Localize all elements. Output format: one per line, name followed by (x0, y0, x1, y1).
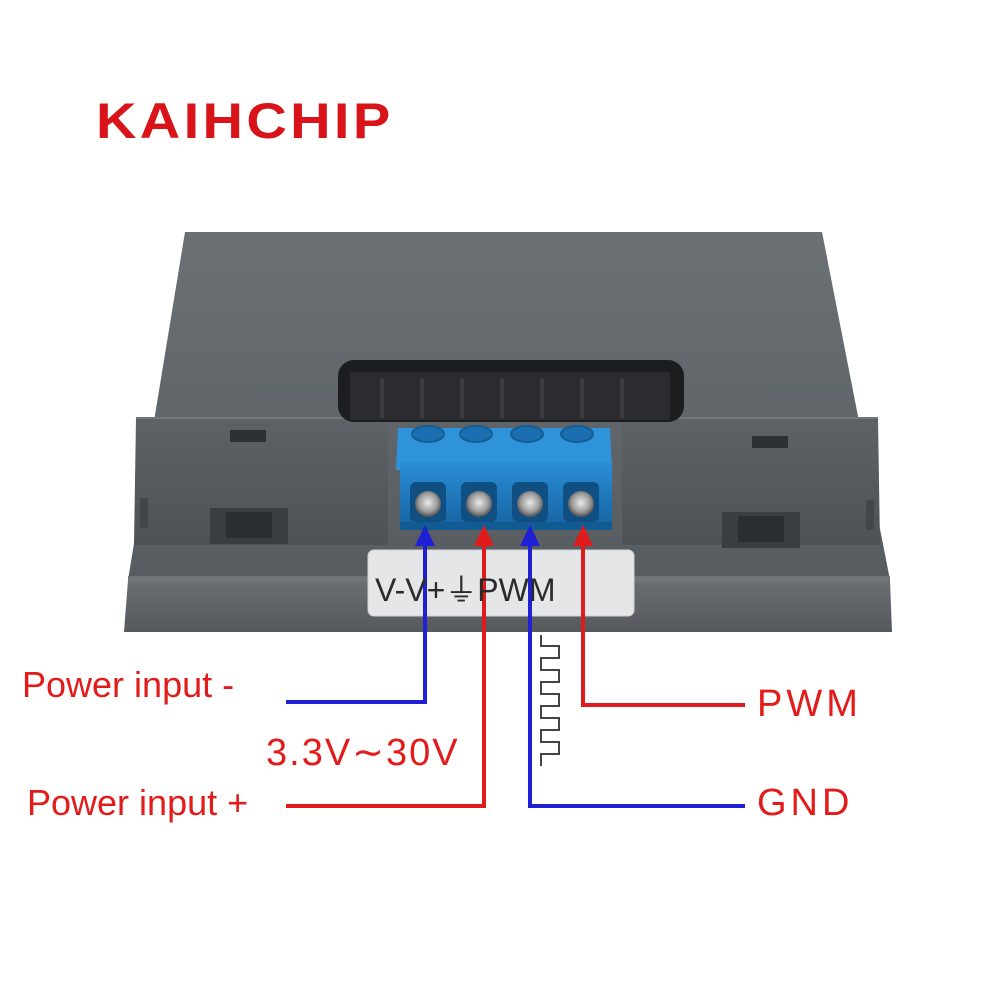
pin-legend: V-V+⏚PWM (375, 572, 556, 608)
label-power-input-plus: Power input + (27, 782, 249, 823)
terminal-block (396, 425, 612, 530)
label-pwm: PWM (757, 683, 862, 725)
brand-logo: KAIHCHIP (96, 93, 394, 149)
label-power-input-minus: Power input - (22, 664, 235, 705)
wire-power-minus (286, 538, 427, 704)
wire-pwm (581, 538, 745, 707)
arrow-gnd (520, 525, 540, 546)
arrow-power-minus (415, 525, 435, 546)
arrow-pwm (573, 525, 593, 546)
label-gnd: GND (757, 782, 854, 824)
pin-label-sticker (367, 549, 635, 617)
label-voltage-range: 3.3V∼30V (266, 732, 460, 774)
wire-gnd (528, 538, 745, 808)
pwm-waveform-icon (540, 635, 560, 766)
module-housing (124, 232, 892, 632)
wire-power-plus (286, 538, 486, 808)
arrow-power-plus (474, 525, 494, 546)
